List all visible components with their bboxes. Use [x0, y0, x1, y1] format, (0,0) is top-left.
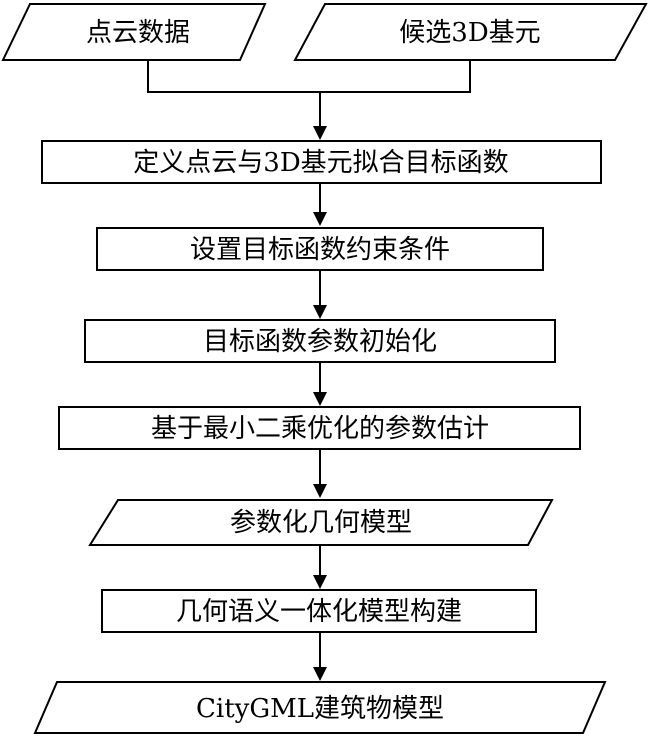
step-semantic-model-node: 几何语义一体化模型构建 [101, 589, 537, 633]
arrow-6-head [313, 667, 327, 681]
input-point-cloud-node: 点云数据 [1, 3, 267, 61]
step-semantic-model-label: 几何语义一体化模型构建 [176, 597, 462, 627]
arrow-2-head [313, 305, 327, 319]
step-parametric-model-label: 参数化几何模型 [230, 508, 412, 538]
input-point-cloud-shape [1, 3, 267, 61]
step-least-squares-node: 基于最小二乘优化的参数估计 [58, 406, 581, 450]
arrow-5-head [313, 575, 327, 589]
merge-connector [147, 60, 471, 128]
step-define-objective-node: 定义点云与3D基元拟合目标函数 [41, 140, 602, 184]
input-candidate-primitives-node: 候选3D基元 [293, 3, 648, 61]
output-citygml-label: CityGML建筑物模型 [196, 694, 444, 724]
step-define-objective-box [41, 140, 602, 184]
step-least-squares-box [58, 406, 581, 450]
arrow-3-head [313, 392, 327, 406]
step-set-constraints-node: 设置目标函数约束条件 [96, 227, 544, 271]
output-citygml-node: CityGML建筑物模型 [33, 681, 607, 734]
step-semantic-model-box [101, 589, 537, 633]
step-least-squares-label: 基于最小二乘优化的参数估计 [151, 414, 489, 444]
merge-arrowhead [313, 126, 327, 140]
step-init-parameters-node: 目标函数参数初始化 [84, 319, 556, 363]
input-point-cloud-label: 点云数据 [86, 18, 190, 48]
step-set-constraints-label: 设置目标函数约束条件 [190, 235, 450, 265]
arrow-1-head [313, 212, 327, 226]
input-candidate-primitives-shape [293, 3, 648, 61]
step-define-objective-label: 定义点云与3D基元拟合目标函数 [133, 148, 508, 178]
input-candidate-primitives-label: 候选3D基元 [399, 18, 540, 48]
step-parametric-model-shape [88, 499, 554, 546]
arrow-4-head [313, 484, 327, 498]
step-set-constraints-box [96, 227, 544, 271]
step-parametric-model-node: 参数化几何模型 [88, 499, 554, 546]
output-citygml-shape [33, 681, 607, 734]
step-init-parameters-label: 目标函数参数初始化 [203, 327, 437, 357]
